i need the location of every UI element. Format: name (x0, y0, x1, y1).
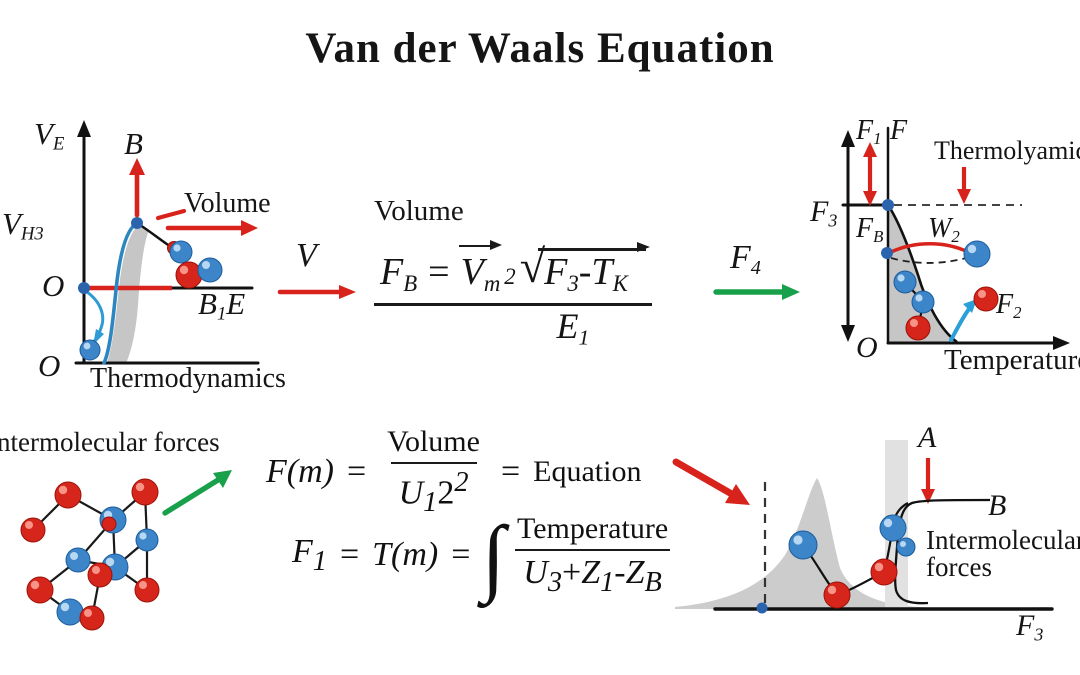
tr-boundary-curve (886, 204, 958, 344)
vector-vm: Vm (458, 240, 502, 296)
tl-yaxis-arrowhead (77, 120, 91, 137)
tr-f-label: F (890, 115, 908, 146)
tl-origin-bottom-label: O (38, 348, 61, 383)
tr-fb-label: FB (856, 213, 884, 247)
tl-yaxis-label: VE (34, 116, 65, 155)
tl-axes (74, 132, 260, 365)
mid-volume-label: Volume (374, 195, 464, 227)
tr-f2-label: F2 (996, 289, 1022, 323)
tr-w2-label: W2 (928, 213, 960, 247)
tl-gray-band (107, 224, 149, 363)
tl-xtag-label: B1E (198, 286, 246, 325)
bl-spheres (20, 478, 160, 631)
br-a-label: A (918, 421, 937, 454)
tr-w2-arc (890, 241, 969, 254)
br-label-line2: forces (926, 552, 992, 582)
tr-gray-region (888, 205, 957, 342)
br-red-arrow (672, 458, 750, 505)
bl-molecule (20, 470, 232, 631)
bl-green-arrow (162, 470, 232, 516)
main-equation: FB = Vm 2 √ F3-TK E1 (374, 240, 652, 350)
main-equation-denominator: E1 (556, 305, 590, 350)
br-gray-distribution (675, 478, 1048, 609)
fm-fraction: Volume U122 (387, 425, 480, 519)
radical: √ F3-TK (519, 242, 650, 296)
tr-plot (841, 126, 1070, 350)
br-spheres (756, 514, 916, 614)
mid-flow-label: V (296, 237, 317, 274)
bl-bonds (32, 491, 149, 620)
tr-f1-label: F1 (856, 115, 882, 149)
equation-ft: F1 = T(m) = ∫ Temperature U3+Z1-ZB (288, 512, 680, 599)
right-flow-label: F4 (730, 239, 761, 280)
br-plot (672, 440, 1054, 614)
tr-red-double-arrow (863, 142, 877, 206)
sqrt-symbol: √ (519, 242, 546, 293)
br-a-arrow (921, 458, 935, 504)
tl-molecule-spheres (78, 217, 223, 361)
tr-origin-label: O (856, 331, 878, 364)
tr-xaxis-label: Temperature (944, 344, 1080, 376)
page-title: Van der Waals Equation (305, 25, 775, 72)
tl-ytick-label: VH3 (2, 206, 44, 245)
tl-volume-label: Volume (184, 188, 271, 219)
tr-annotation-arrow (957, 167, 971, 204)
tr-dashed-arc (890, 257, 967, 264)
tr-spheres (881, 199, 999, 341)
tl-hook-arrowhead (93, 329, 104, 345)
bl-label: Intermolecular forces (0, 427, 220, 457)
tr-axes (841, 126, 1058, 345)
integral-symbol: ∫ (481, 507, 505, 604)
tr-blue-arrow (949, 307, 971, 342)
equation-fm: F(m) = Volume U122 = Equation (266, 425, 642, 519)
tl-red-b-arrow (129, 158, 145, 218)
tl-origin-mid-label: O (42, 268, 65, 303)
tr-annotation-label: Thermolyamics (934, 136, 1080, 165)
tl-point-b-label: B (124, 126, 143, 161)
tl-caption: Thermodynamics (90, 363, 286, 394)
tl-plot (74, 120, 260, 365)
mid-flow-arrow (277, 285, 356, 299)
main-equation-numerator: FB = Vm 2 √ F3-TK (374, 240, 652, 306)
tl-volume-arrow (155, 208, 258, 236)
br-b-label: B (988, 489, 1007, 522)
right-flow-arrow (713, 284, 800, 300)
br-xaxis-label: F3 (1016, 609, 1044, 645)
tr-f3-label: F3 (810, 195, 838, 231)
br-label-line1: Intermolecular (926, 525, 1080, 555)
ft-fraction: Temperature U3+Z1-ZB (515, 512, 670, 598)
